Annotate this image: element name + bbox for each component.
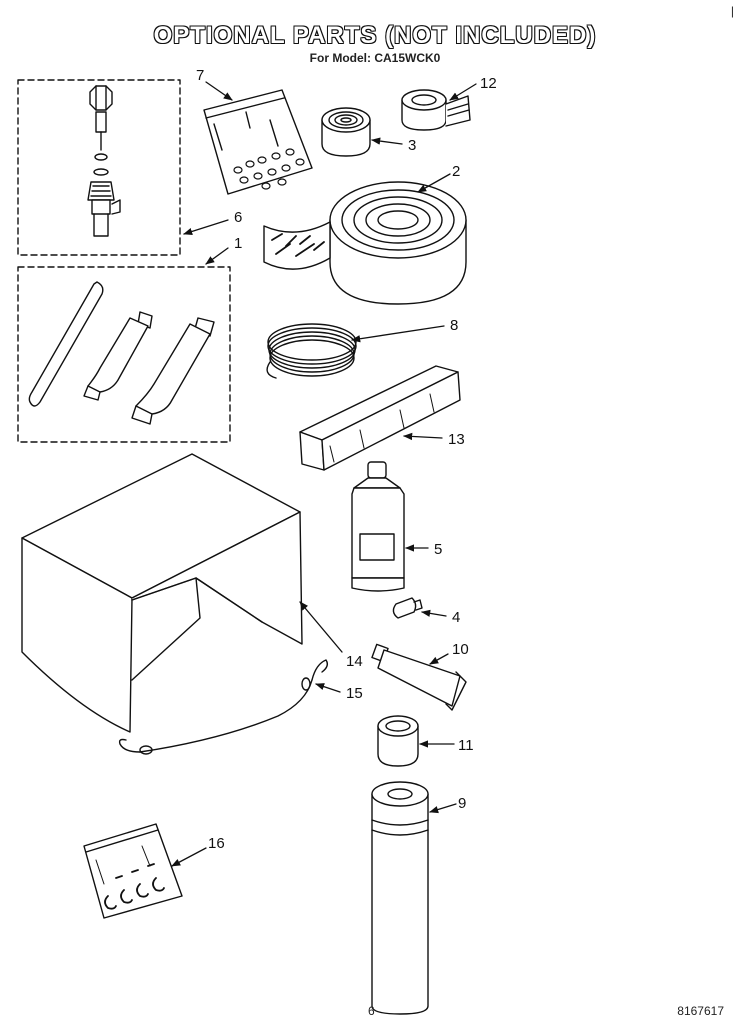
callout-7: 7	[196, 67, 204, 84]
lubricant-tube-icon	[371, 643, 467, 711]
foil-tape-roll-icon	[401, 89, 471, 131]
callout-5: 5	[434, 541, 442, 558]
foam-block-icon	[299, 365, 461, 471]
callout-8: 8	[450, 317, 458, 334]
leader-16	[171, 847, 207, 867]
callout-12: 12	[480, 75, 497, 92]
model-subtitle: For Model: CA15WCK0	[309, 51, 441, 65]
sealant-tube-small-icon	[83, 311, 153, 401]
callout-15: 15	[346, 685, 363, 702]
leader-13	[403, 432, 443, 441]
fitting-kit-group-box	[17, 79, 181, 256]
leader-6	[183, 219, 229, 235]
callout-numbers: 7 12 3 2 6 1 8 13 5 4 10 14 15 11 9 16	[196, 67, 497, 852]
callout-16: 16	[208, 835, 225, 852]
callout-14: 14	[346, 653, 363, 670]
leader-lines	[171, 81, 477, 867]
callout-10: 10	[452, 641, 469, 658]
leader-4	[421, 609, 447, 617]
tube-kit-group-box	[17, 266, 231, 443]
callout-2: 2	[452, 163, 460, 180]
unit-cover-icon	[21, 453, 303, 733]
small-plug-icon	[392, 597, 423, 619]
footer-doc-code: 8167617	[677, 1004, 724, 1018]
leader-1	[205, 247, 229, 265]
leader-7	[205, 81, 233, 101]
wire-coil-icon	[266, 323, 357, 379]
bungee-cord-icon	[118, 659, 329, 755]
callout-11: 11	[458, 737, 474, 754]
callout-4: 4	[452, 609, 460, 626]
screw-bag-icon	[203, 89, 313, 195]
corner-mark: |	[730, 4, 734, 18]
fitting-valve-icon	[87, 85, 121, 237]
leader-12	[449, 83, 477, 101]
small-tape-roll-icon	[321, 107, 371, 157]
callout-3: 3	[408, 137, 416, 154]
clip-bag-icon	[83, 823, 183, 919]
leader-10	[429, 653, 449, 665]
wax-stick-icon	[28, 281, 104, 407]
footer-page-number: 6	[368, 1004, 375, 1018]
page-title: OPTIONAL PARTS (NOT INCLUDED)	[153, 22, 597, 49]
callout-9: 9	[458, 795, 466, 812]
leader-9	[429, 803, 457, 814]
bottle-icon	[351, 461, 405, 592]
callout-6: 6	[234, 209, 242, 226]
leader-8	[351, 325, 445, 343]
callout-13: 13	[448, 431, 465, 448]
leader-2	[417, 173, 451, 193]
large-foam-roll-icon	[263, 181, 467, 305]
leader-3	[371, 137, 403, 145]
leader-14	[299, 601, 343, 653]
ring-roll-icon	[377, 715, 419, 767]
sealant-tube-large-icon	[131, 317, 215, 425]
spray-can-icon	[371, 781, 429, 1015]
leader-15	[315, 683, 341, 693]
callout-1: 1	[234, 235, 242, 252]
